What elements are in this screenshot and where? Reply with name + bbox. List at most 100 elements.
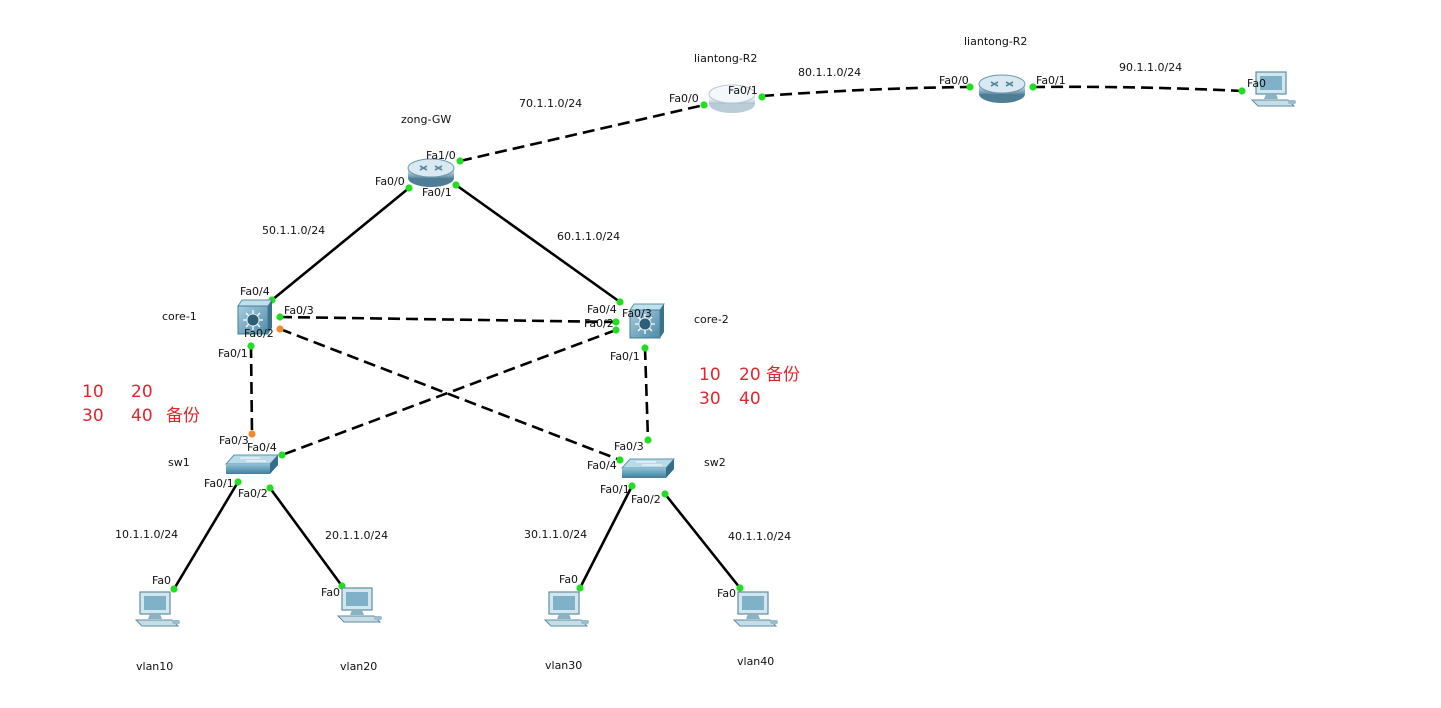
port-label: Fa0 xyxy=(152,574,171,587)
port-label: Fa0/4 xyxy=(247,441,277,454)
device-name-core-1: core-1 xyxy=(162,310,197,323)
link-status-light xyxy=(276,325,284,333)
network-label: 20.1.1.0/24 xyxy=(325,529,388,542)
cable-zonggw-core2[interactable] xyxy=(455,183,621,304)
link-status-light xyxy=(758,93,766,101)
port-label: Fa0 xyxy=(321,586,340,599)
link-status-light xyxy=(234,478,242,486)
router-icon[interactable] xyxy=(978,74,1026,104)
network-label: 60.1.1.0/24 xyxy=(557,230,620,243)
port-label: Fa0/1 xyxy=(728,84,758,97)
pc-icon[interactable] xyxy=(337,587,383,623)
port-label: Fa0/1 xyxy=(1036,74,1066,87)
device-name-sw2: sw2 xyxy=(704,456,726,469)
port-label: Fa0/4 xyxy=(587,459,617,472)
switch-icon[interactable] xyxy=(225,454,279,475)
pc-icon[interactable] xyxy=(135,591,181,627)
port-label: Fa0/3 xyxy=(284,304,314,317)
link-status-light xyxy=(1029,83,1037,91)
port-label: Fa0 xyxy=(1247,77,1266,90)
network-label: 50.1.1.0/24 xyxy=(262,224,325,237)
cable-layer xyxy=(172,85,1243,590)
device-name-liantong-r2: liantong-R2 xyxy=(964,35,1027,48)
port-label: Fa0/3 xyxy=(219,434,249,447)
port-label: Fa0/0 xyxy=(939,74,969,87)
note-text: 10 xyxy=(699,365,721,385)
cable-zonggw-liantong[interactable] xyxy=(459,103,705,163)
cable-core1-sw2[interactable] xyxy=(279,327,621,462)
network-label: 30.1.1.0/24 xyxy=(524,528,587,541)
cable-sw1-pc20[interactable] xyxy=(268,487,344,587)
device-name-liantong-r2: liantong-R2 xyxy=(694,52,757,65)
cable-zonggw-core1[interactable] xyxy=(271,186,410,302)
link-status-light xyxy=(966,83,974,91)
note-text: 40 xyxy=(131,406,153,426)
cable-sw2-pc30[interactable] xyxy=(578,485,634,589)
port-label: Fa0/1 xyxy=(218,347,248,360)
port-label: Fa0 xyxy=(717,587,736,600)
link-status-light xyxy=(266,484,274,492)
cable-sw1-pc10[interactable] xyxy=(172,481,240,590)
link-status-light xyxy=(616,456,624,464)
port-label: Fa0/2 xyxy=(584,317,614,330)
note-text: 备份 xyxy=(166,406,200,426)
port-label: Fa0/1 xyxy=(204,477,234,490)
network-label: 90.1.1.0/24 xyxy=(1119,61,1182,74)
network-label: 70.1.1.0/24 xyxy=(519,97,582,110)
link-status-lights xyxy=(170,83,1246,593)
link-status-light xyxy=(700,101,708,109)
cable-core2-sw1[interactable] xyxy=(281,328,617,457)
link-status-light xyxy=(616,298,624,306)
link-status-light xyxy=(276,313,284,321)
cable-core1-core2[interactable] xyxy=(279,315,617,324)
port-label: Fa0/1 xyxy=(422,186,452,199)
link-status-light xyxy=(248,430,256,438)
link-status-light xyxy=(405,184,413,192)
note-text: 30 xyxy=(699,389,721,409)
link-status-light xyxy=(644,436,652,444)
link-status-light xyxy=(247,342,255,350)
switch-icon[interactable] xyxy=(621,458,675,479)
device-name-vlan20: vlan20 xyxy=(340,660,377,673)
device-name-vlan40: vlan40 xyxy=(737,655,774,668)
device-name-zong-gw: zong-GW xyxy=(401,113,451,126)
link-status-light xyxy=(628,482,636,490)
link-status-light xyxy=(661,490,669,498)
port-label: Fa0 xyxy=(559,573,578,586)
link-status-light xyxy=(170,585,178,593)
network-label: 80.1.1.0/24 xyxy=(798,66,861,79)
link-status-light xyxy=(452,181,460,189)
network-label: 40.1.1.0/24 xyxy=(728,530,791,543)
port-label: Fa0/1 xyxy=(600,483,630,496)
link-status-light xyxy=(576,584,584,592)
port-label: Fa0/0 xyxy=(669,92,699,105)
pc-icon[interactable] xyxy=(733,591,779,627)
link-status-light xyxy=(612,318,620,326)
link-status-light xyxy=(1238,87,1246,95)
port-label: Fa0/4 xyxy=(587,303,617,316)
device-name-vlan30: vlan30 xyxy=(545,659,582,672)
note-text: 10 xyxy=(82,382,104,402)
pc-icon[interactable] xyxy=(544,591,590,627)
port-label: Fa0/0 xyxy=(375,175,405,188)
port-label: Fa0/4 xyxy=(240,285,270,298)
link-status-light xyxy=(736,584,744,592)
link-status-light xyxy=(456,157,464,165)
port-label: Fa0/2 xyxy=(244,327,274,340)
vlan-primary-backup-note-left: 10 20 30 40 备份 xyxy=(82,382,200,426)
cable-core2-sw2[interactable] xyxy=(643,347,650,441)
cable-liantong-liantong[interactable] xyxy=(761,85,971,98)
note-text: 40 xyxy=(739,389,761,409)
link-status-light xyxy=(278,451,286,459)
cable-sw2-pc40[interactable] xyxy=(663,493,742,589)
port-label: Fa1/0 xyxy=(426,149,456,162)
note-text: 20 备份 xyxy=(739,365,800,385)
network-label: 10.1.1.0/24 xyxy=(115,528,178,541)
router-icon[interactable] xyxy=(407,158,455,188)
note-text: 20 xyxy=(131,382,153,402)
device-name-core-2: core-2 xyxy=(694,313,729,326)
cable-core1-sw1[interactable] xyxy=(249,345,254,435)
device-name-vlan10: vlan10 xyxy=(136,660,173,673)
cable-liantong-pc[interactable] xyxy=(1032,85,1243,93)
